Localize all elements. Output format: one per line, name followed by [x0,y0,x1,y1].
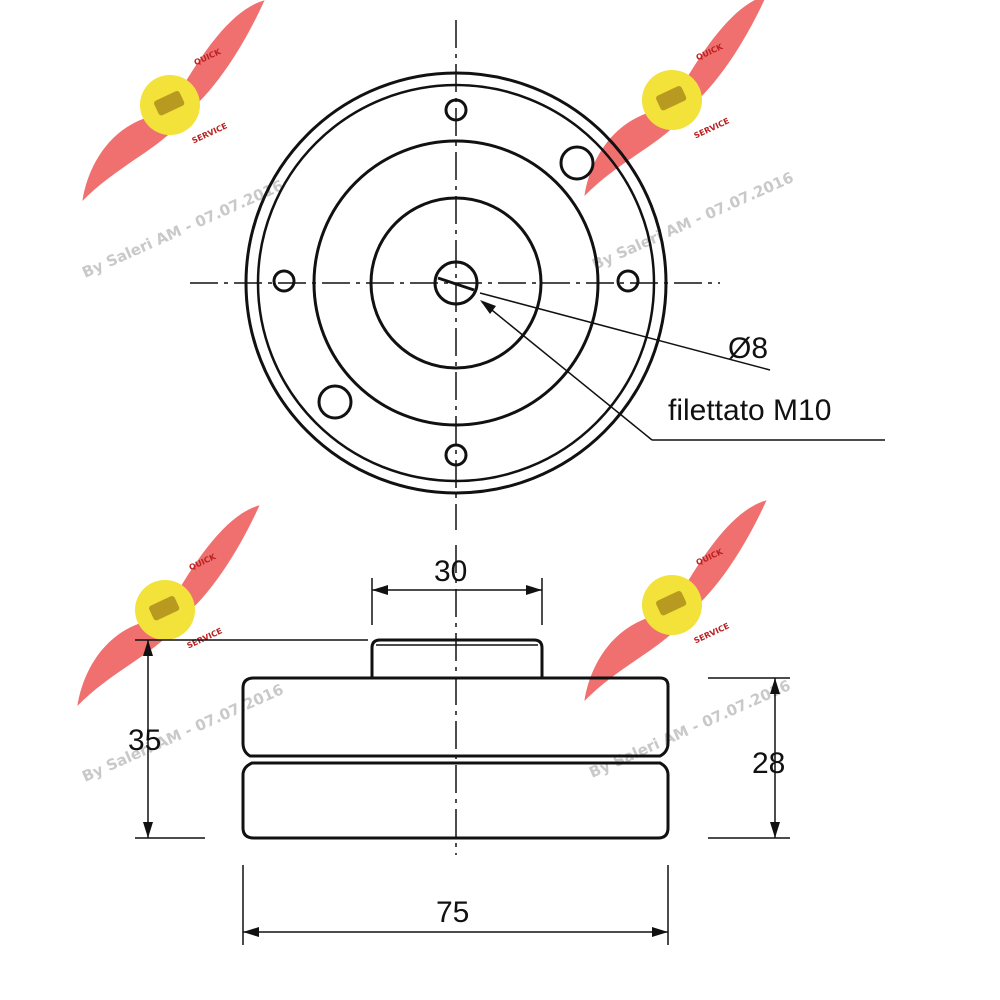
total-height-label: 35 [128,724,161,757]
body-height-label: 28 [752,747,785,780]
bolt-hole-bottom [444,443,468,467]
watermark-text: By Saleri AM - 07.07.2016 [589,168,796,273]
watermark-text: By Saleri AM - 07.07.2016 [79,176,286,281]
arrow-down-icon [770,822,780,838]
logo-word-service: SERVICE [693,621,731,645]
watermark-text: By Saleri AM - 07.07.2016 [79,680,286,785]
arrow-up-icon [770,678,780,694]
top-view [190,20,885,530]
thread-label: filettato M10 [668,394,831,427]
arrow-right-icon [526,585,542,595]
bolt-hole-right [616,269,640,293]
car-icon [154,91,185,116]
logo-word-service: SERVICE [191,121,229,145]
watermark-logo-top-left: QUICK SERVICE [82,0,265,202]
pin-hole-upper-right [559,145,595,181]
logo-word-service: SERVICE [186,626,224,650]
wing-left-shape [584,108,674,197]
hub-boss-outline [370,638,544,678]
bolt-hole-left [272,269,296,293]
wing-right-shape [171,505,260,620]
hole-diameter-label: Ø8 [728,332,768,365]
center-hole [433,260,479,306]
diameter-leader-line [479,292,771,371]
dim-outer-diameter [242,865,669,945]
flange-circle [312,139,600,427]
wing-right-shape [678,500,767,615]
dim-total-height [135,639,368,839]
car-icon [656,591,687,616]
watermark-logo-bottom-left: QUICK SERVICE [77,505,260,707]
outer-rim-inner-circle [256,83,656,483]
arrow-down-icon [143,822,153,838]
outer-rim-circle [244,71,668,495]
dim-body-height [708,677,790,839]
thread-mark-line [437,276,475,292]
bolt-hole-top [444,98,468,122]
hub-circle [369,196,543,370]
outer-diameter-label: 75 [436,896,469,929]
arrow-left-icon [372,585,388,595]
arrow-left-icon [243,927,259,937]
logo-word-service: SERVICE [693,116,731,140]
lower-body-outline [241,761,670,840]
watermark-logo-top-right: QUICK SERVICE [584,0,767,197]
wing-right-shape [678,0,767,110]
arrow-right-icon [652,927,668,937]
thread-leader-arrow-icon [480,300,496,314]
pin-hole-lower-left [317,384,353,420]
wing-right-shape [176,0,265,115]
watermark-logo-bottom-right: QUICK SERVICE [584,500,767,702]
wing-left-shape [82,113,172,202]
dim-hub-width [371,578,543,625]
car-icon [149,596,180,621]
thread-leader-line [481,301,653,441]
car-icon [656,86,687,111]
arrow-up-icon [143,640,153,656]
upper-body-outline [241,676,670,758]
side-view [241,545,670,855]
hub-width-label: 30 [434,555,467,588]
